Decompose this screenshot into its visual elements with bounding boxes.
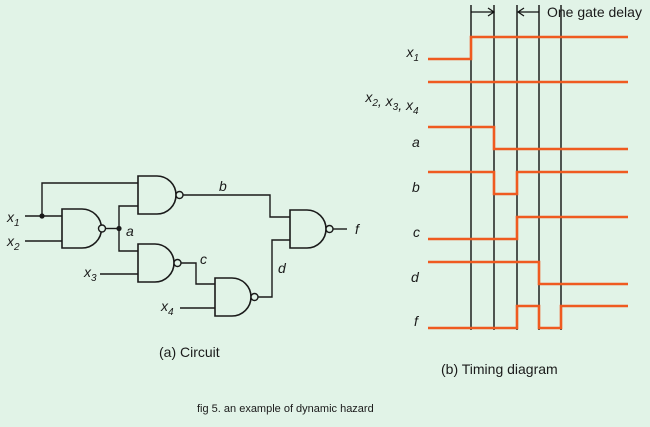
nand-gate-1-bubble (97, 224, 107, 233)
nand-gate-5-bubble (325, 224, 334, 234)
wire-c (181, 262, 215, 285)
signal-label-x1: x1 (405, 44, 419, 64)
circuit-caption: (a) Circuit (159, 344, 220, 360)
waveform-f (428, 304, 628, 330)
nand-gate-4-bubble (250, 292, 259, 302)
waveform-d (428, 260, 628, 286)
signal-label-c: c (413, 224, 420, 240)
nand-gate-4 (214, 277, 252, 317)
node-label-f: f (355, 221, 361, 237)
wire-d (258, 239, 290, 298)
timing-gridlines (470, 5, 562, 330)
waveform-b (428, 170, 628, 196)
node-label-a: a (126, 223, 134, 239)
node-label-b: b (219, 178, 227, 194)
waveform-c (428, 215, 628, 241)
wire-x1-branch (41, 182, 138, 216)
signal-label-a: a (412, 134, 420, 150)
wire-a-down (118, 228, 138, 252)
wire-a-up (118, 205, 138, 229)
signal-label-f: f (414, 313, 420, 329)
input-label-x2: x2 (6, 233, 20, 253)
nand-gate-3-bubble (173, 258, 182, 268)
signal-label-d: d (411, 269, 420, 285)
circuit: x1 x2 x3 x4 a b c d f (a) Circuit (6, 175, 361, 360)
input-label-x4: x4 (160, 298, 174, 318)
signal-label-x2x3x4: x2, x3, x4 (364, 89, 419, 117)
wire-b (183, 194, 290, 218)
nand-gate-1 (61, 208, 103, 249)
timing-caption: (b) Timing diagram (441, 361, 558, 377)
input-label-x1: x1 (6, 209, 20, 229)
signal-label-b: b (412, 179, 420, 195)
signal-labels: x1 x2, x3, x4 a b c d f (364, 44, 420, 329)
delay-arrow-right (516, 7, 539, 17)
waveforms (428, 35, 628, 330)
delay-arrow-left (471, 7, 496, 17)
waveform-a (428, 125, 628, 151)
timing-diagram: One gate delay x1 x2, x3, x4 a b c d f (b) Tim… (364, 4, 642, 377)
input-label-x3: x3 (83, 264, 97, 284)
junction-a (116, 225, 122, 232)
nand-gate-3 (137, 243, 175, 283)
delay-label: One gate delay (547, 4, 642, 20)
nand-gate-5 (289, 209, 327, 249)
node-label-d: d (278, 260, 287, 276)
figure-caption: fig 5. an example of dynamic hazard (197, 403, 374, 415)
nand-gate-2-bubble (175, 190, 184, 200)
nand-gate-2 (137, 175, 177, 215)
junction-x1 (39, 213, 45, 219)
waveform-x1 (428, 35, 628, 61)
node-label-c: c (200, 251, 207, 267)
